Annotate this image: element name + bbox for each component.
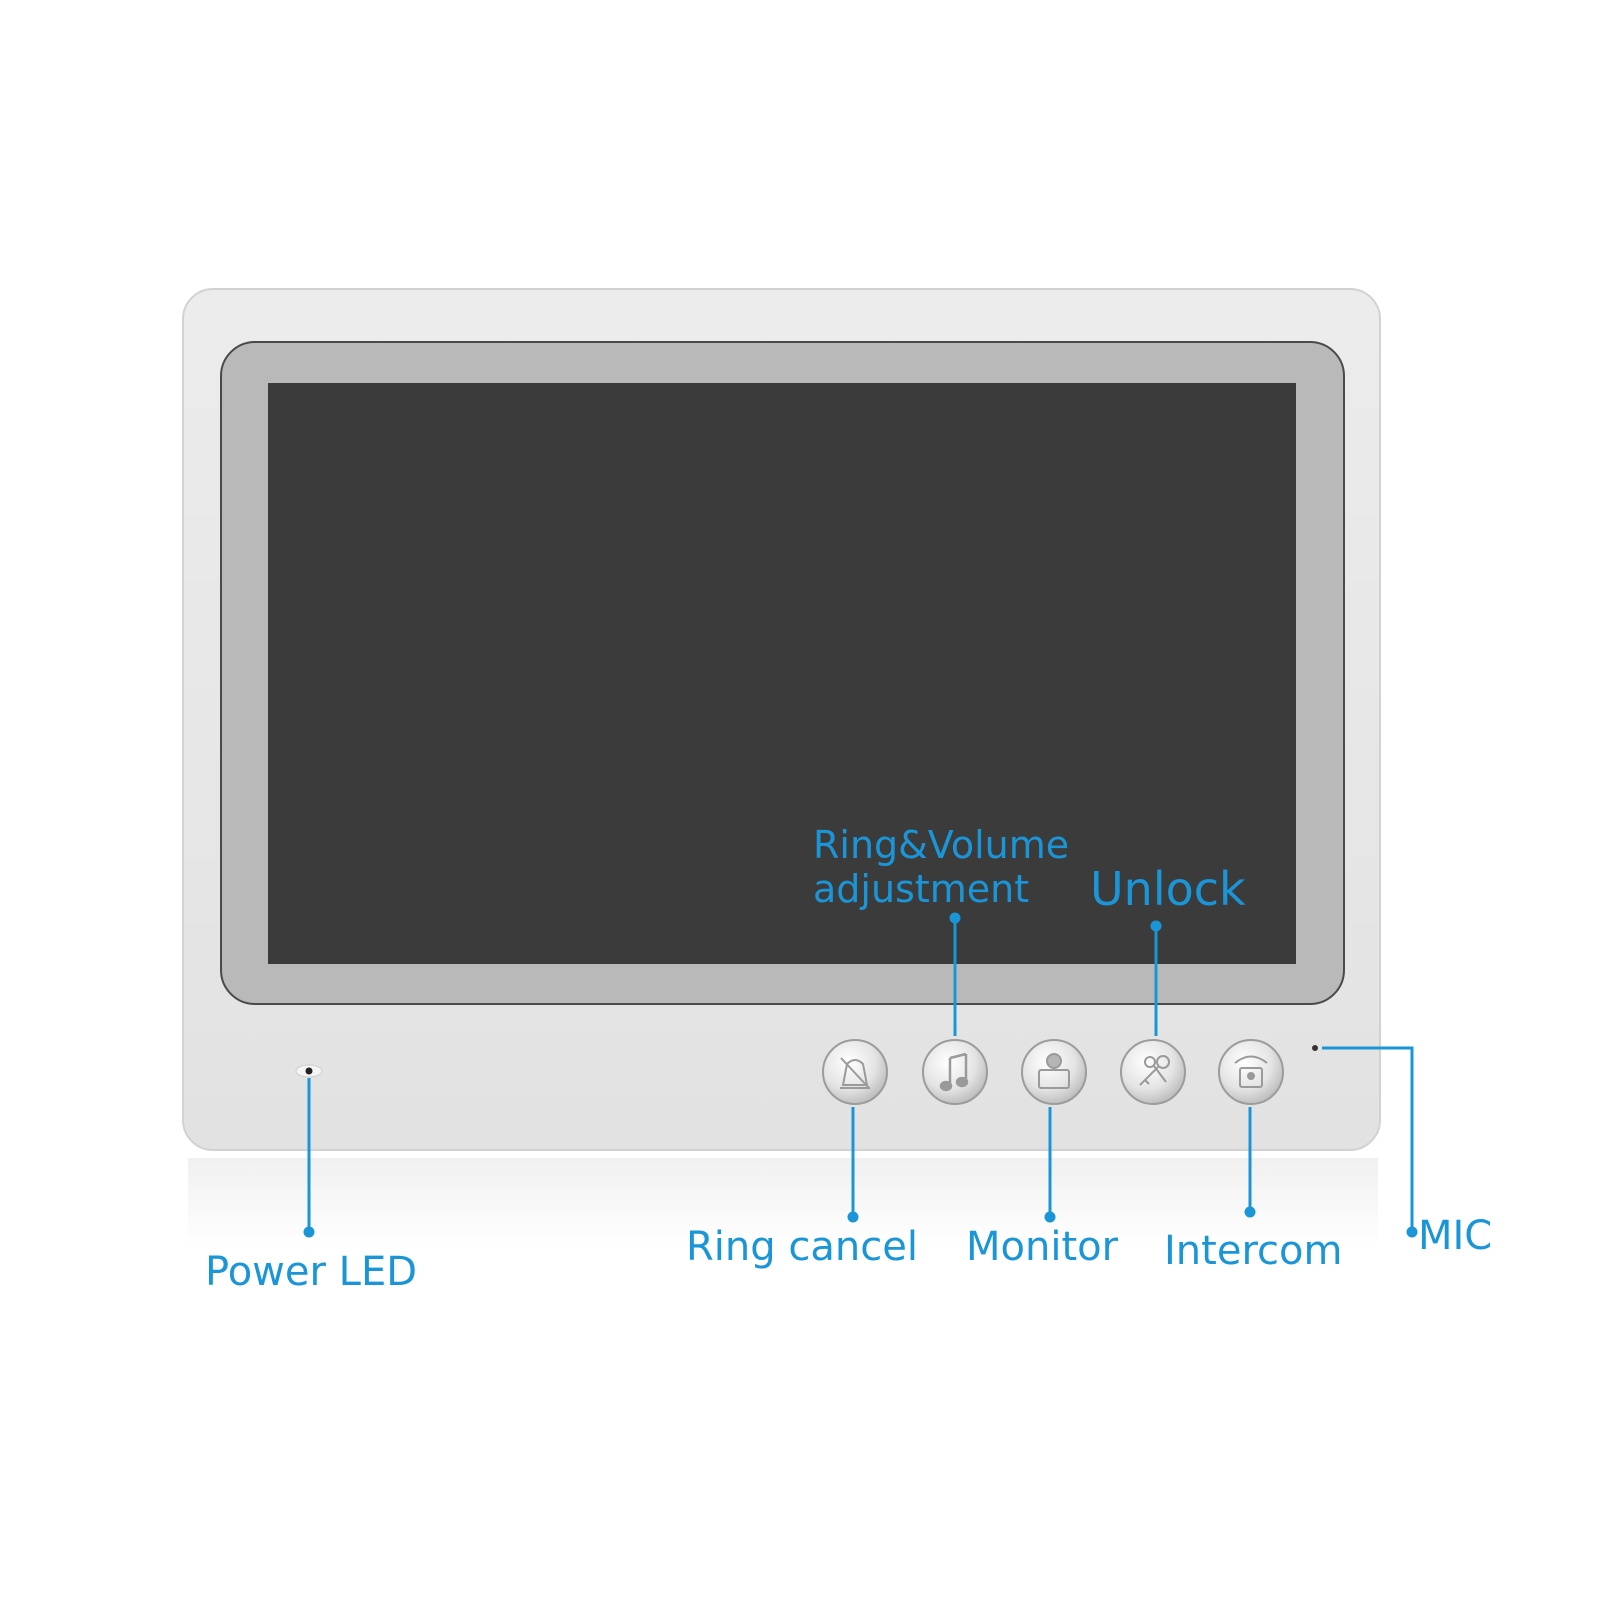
unlock-button[interactable] bbox=[1120, 1039, 1186, 1105]
monitor-button[interactable] bbox=[1021, 1039, 1087, 1105]
power-led-label: Power LED bbox=[205, 1249, 418, 1295]
device-reflection bbox=[188, 1158, 1378, 1248]
phone-lock-icon bbox=[1234, 1055, 1268, 1088]
music-note-icon bbox=[939, 1052, 969, 1092]
keys-icon bbox=[1139, 1055, 1170, 1086]
ring-volume-button[interactable] bbox=[922, 1039, 988, 1105]
monitor-label: Monitor bbox=[966, 1224, 1119, 1270]
unlock-label: Unlock bbox=[1090, 862, 1246, 916]
intercom-button[interactable] bbox=[1218, 1039, 1284, 1105]
mic-hole bbox=[1312, 1045, 1318, 1051]
mic-leader bbox=[1322, 1046, 1414, 1232]
ring-cancel-button[interactable] bbox=[822, 1039, 888, 1105]
monitor-person-icon bbox=[1038, 1053, 1070, 1089]
ring-cancel-label: Ring cancel bbox=[686, 1224, 918, 1270]
intercom-label: Intercom bbox=[1164, 1228, 1343, 1274]
display-screen bbox=[268, 383, 1296, 964]
ring-volume-label: Ring&Volume adjustment bbox=[813, 823, 1069, 911]
ring-volume-label-line1: Ring&Volume bbox=[813, 823, 1070, 867]
callout-lines bbox=[307, 918, 1414, 1232]
ring-volume-label-line2: adjustment bbox=[813, 867, 1030, 911]
callout-dots bbox=[303, 912, 1418, 1238]
mic-label: MIC bbox=[1418, 1213, 1493, 1259]
power-led-dot bbox=[305, 1067, 313, 1075]
bell-cancel-icon bbox=[840, 1057, 870, 1089]
